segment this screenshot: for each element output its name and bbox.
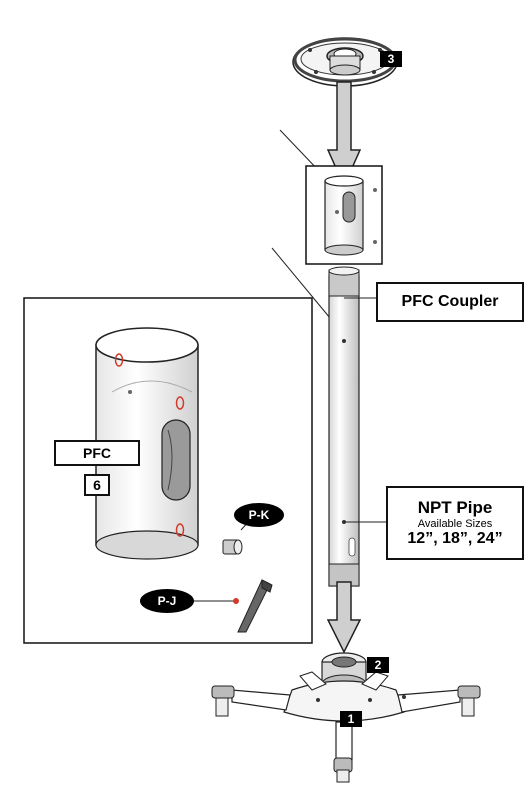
detail-inset bbox=[23, 297, 313, 644]
callout-1: 1 bbox=[340, 711, 362, 727]
pfc-coupler-label: PFC Coupler bbox=[376, 282, 524, 322]
pfc-label: PFC bbox=[54, 440, 140, 466]
pk-bolt bbox=[222, 519, 251, 555]
callout-2: 2 bbox=[367, 657, 389, 673]
pj-label: P-J bbox=[140, 589, 194, 613]
pk-label: P-K bbox=[234, 503, 284, 527]
pfc-quantity: 6 bbox=[84, 474, 110, 496]
ceiling-plate bbox=[292, 37, 398, 87]
callout-3: 3 bbox=[380, 51, 402, 67]
npt-pipe-title: NPT Pipe bbox=[417, 498, 493, 517]
npt-pipe-label: NPT Pipe Available Sizes 12”, 18”, 24” bbox=[386, 486, 524, 560]
npt-pipe-subtitle: Available Sizes bbox=[417, 518, 493, 530]
coupler-detail-box bbox=[305, 165, 383, 265]
projector-mount bbox=[211, 652, 481, 783]
arrow-bottom bbox=[326, 581, 362, 654]
pj-hex-key bbox=[176, 579, 273, 633]
npt-pipe-sizes: 12”, 18”, 24” bbox=[407, 530, 503, 547]
npt-pipe bbox=[328, 266, 360, 587]
